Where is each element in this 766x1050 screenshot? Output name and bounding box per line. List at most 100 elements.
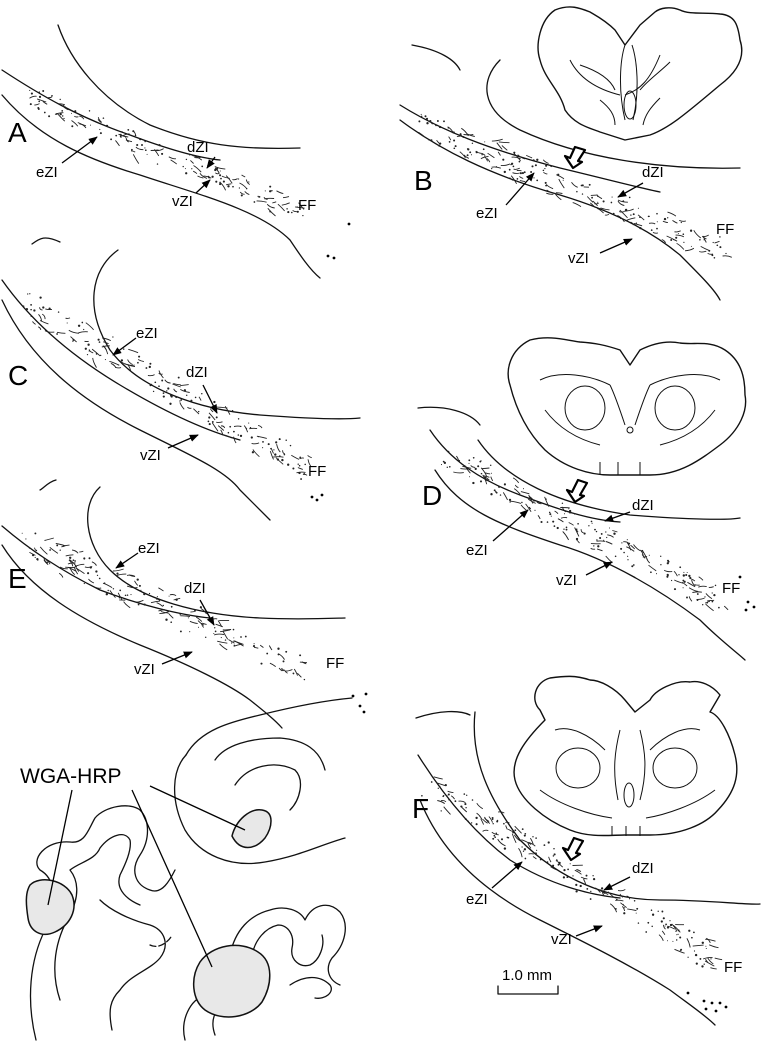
- labeling-dot: [673, 588, 677, 591]
- labeling-fiber: [233, 643, 243, 647]
- labeling-fiber: [554, 510, 559, 514]
- labeling-dot: [648, 215, 650, 218]
- panel-b-outline-upper-curve: [411, 44, 461, 71]
- labeling-fiber: [213, 633, 225, 636]
- labeling-dot: [447, 127, 449, 129]
- labeling-fiber: [555, 192, 563, 194]
- labeling-fiber: [482, 818, 488, 824]
- labeling-dot: [499, 494, 502, 496]
- labeling-dot: [145, 367, 148, 369]
- labeling-fiber: [436, 782, 446, 787]
- panel-f-label-vzi: vZI: [551, 931, 572, 948]
- labeling-fiber: [269, 450, 274, 460]
- labeling-fiber: [61, 544, 70, 548]
- labeling-dot: [711, 600, 714, 603]
- labeling-dot: [125, 136, 127, 138]
- labeling-dot: [657, 910, 659, 912]
- labeling-fiber: [216, 421, 223, 423]
- labeling-fiber: [550, 866, 557, 871]
- labeling-fiber: [620, 902, 627, 908]
- labeling-dot: [661, 910, 664, 913]
- labeling-dot: [590, 890, 592, 893]
- labeling-dot: [588, 183, 591, 186]
- labeling-dot: [264, 190, 266, 192]
- labeling-dot: [490, 472, 493, 474]
- labeling-fiber: [125, 137, 130, 143]
- labeling-dot: [156, 596, 158, 598]
- labeling-fiber: [623, 208, 634, 212]
- labeling-dot: [282, 660, 285, 663]
- labeling-fiber: [302, 473, 308, 476]
- labeling-fiber: [74, 563, 85, 567]
- labeling-fiber: [704, 960, 715, 967]
- labeling-dot: [524, 832, 527, 835]
- labeling-dot: [566, 876, 569, 879]
- labeling-fiber: [488, 816, 493, 823]
- labeling-fiber: [447, 790, 454, 793]
- labeling-dot: [219, 181, 221, 184]
- labeling-dot: [107, 589, 109, 592]
- labeling-fiber: [39, 307, 43, 311]
- labeling-dot: [686, 572, 688, 573]
- panel-a-outline-zone-top: [1, 69, 221, 161]
- labeling-dot: [575, 883, 578, 887]
- panel-e-outline-zone-bottom: [1, 544, 283, 729]
- labeling-dot: [149, 362, 152, 365]
- labeling-fiber: [693, 230, 702, 239]
- labeling-fiber: [168, 156, 176, 160]
- panel-c-arrow-ezi: [112, 337, 137, 356]
- labeling-fiber: [38, 326, 42, 330]
- labeling-dot: [695, 962, 698, 965]
- labeling-fiber: [102, 337, 111, 342]
- labeling-fiber: [295, 206, 305, 209]
- labeling-fiber: [36, 98, 47, 103]
- labeling-fiber: [200, 608, 207, 615]
- labeling-fiber: [556, 858, 563, 868]
- labeling-dot: [482, 148, 485, 151]
- labeling-dot: [593, 545, 595, 547]
- labeling-dot: [187, 617, 189, 619]
- labeling-fiber: [707, 252, 714, 255]
- labeling-fiber: [117, 592, 123, 601]
- labeling-fiber: [691, 579, 696, 587]
- labeling-dot: [437, 787, 439, 789]
- labeling-fiber: [701, 235, 707, 240]
- labeling-dot: [705, 945, 707, 947]
- labeling-fiber: [79, 123, 87, 127]
- labeling-dot: [493, 489, 496, 492]
- labeling-fiber: [572, 202, 582, 207]
- labeling-dot: [479, 460, 482, 463]
- labeling-dot: [137, 361, 139, 364]
- labeling-fiber: [470, 465, 476, 468]
- labeling-fiber: [128, 348, 139, 354]
- labeling-dot: [708, 249, 711, 252]
- labeling-dot: [61, 115, 64, 117]
- labeling-fiber: [34, 103, 40, 106]
- labeling-dot: [214, 168, 217, 172]
- labeling-fiber: [97, 117, 102, 123]
- labeling-fiber: [568, 522, 574, 526]
- labeling-fiber: [514, 484, 519, 488]
- labeling-fiber: [109, 590, 116, 598]
- labeling-fiber: [583, 879, 586, 885]
- labeling-dot: [572, 875, 574, 877]
- labeling-fiber: [480, 155, 489, 160]
- labeling-dot: [585, 874, 588, 877]
- labeling-dot: [491, 167, 493, 170]
- labeling-dot: [666, 926, 670, 929]
- labeling-dot: [240, 194, 243, 197]
- labeling-fiber: [528, 494, 534, 504]
- labeling-fiber: [702, 234, 709, 238]
- labeling-fiber: [673, 570, 678, 577]
- labeling-fiber: [267, 208, 276, 217]
- labeling-dot: [466, 154, 469, 157]
- labeling-dot: [89, 124, 92, 126]
- labeling-dot: [509, 501, 511, 503]
- labeling-dot: [645, 931, 648, 933]
- labeling-dot: [208, 416, 211, 419]
- labeling-fiber: [453, 471, 464, 474]
- labeling-dot: [86, 354, 89, 356]
- labeling-fiber: [268, 645, 273, 651]
- labeling-fiber: [706, 599, 715, 602]
- labeling-dot: [21, 532, 23, 534]
